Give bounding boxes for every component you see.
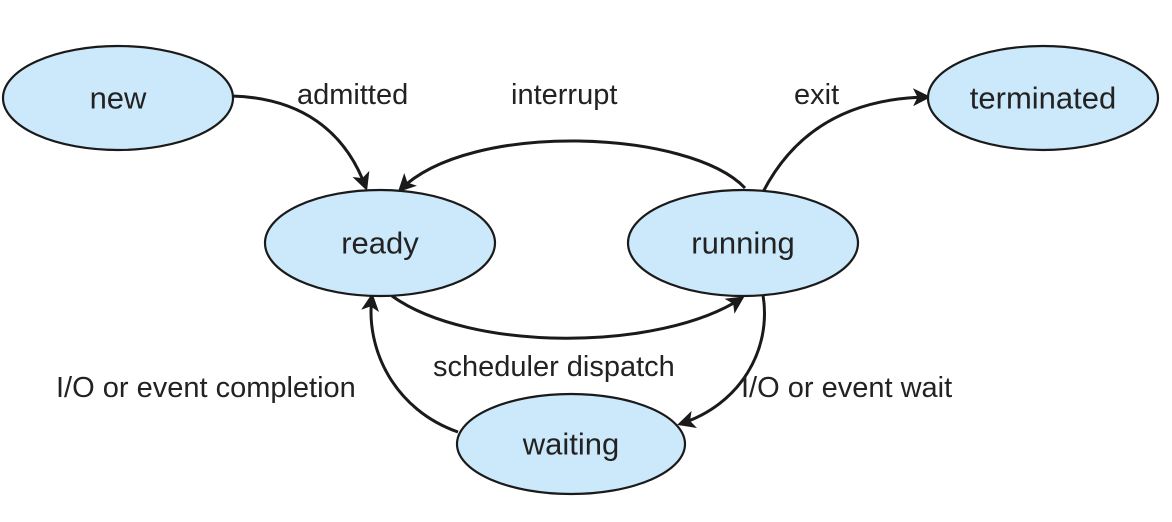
label-admitted: admitted	[297, 79, 408, 111]
label-io-event-wait: I/O or event wait	[741, 372, 952, 404]
io-event-wait-arrow	[677, 294, 766, 429]
state-waiting: waiting	[455, 392, 687, 496]
state-waiting-label: waiting	[522, 427, 620, 462]
state-running-label: running	[691, 226, 794, 261]
state-ready-label: ready	[341, 226, 419, 261]
admitted-arrow	[231, 94, 370, 191]
scheduler-dispatch-arrow	[391, 294, 745, 340]
state-new-label: new	[90, 81, 147, 116]
state-running: running	[626, 188, 860, 298]
io-event-completion-arrow	[361, 293, 459, 434]
state-terminated: terminated	[926, 44, 1160, 152]
state-ready: ready	[263, 188, 497, 298]
state-new: new	[1, 44, 235, 152]
interrupt-arrow	[397, 139, 747, 193]
label-exit: exit	[794, 79, 839, 111]
exit-arrow	[761, 88, 931, 193]
label-interrupt: interrupt	[511, 79, 617, 111]
label-io-event-completion: I/O or event completion	[56, 372, 356, 404]
label-scheduler-dispatch: scheduler dispatch	[433, 351, 675, 383]
state-terminated-label: terminated	[970, 81, 1116, 116]
